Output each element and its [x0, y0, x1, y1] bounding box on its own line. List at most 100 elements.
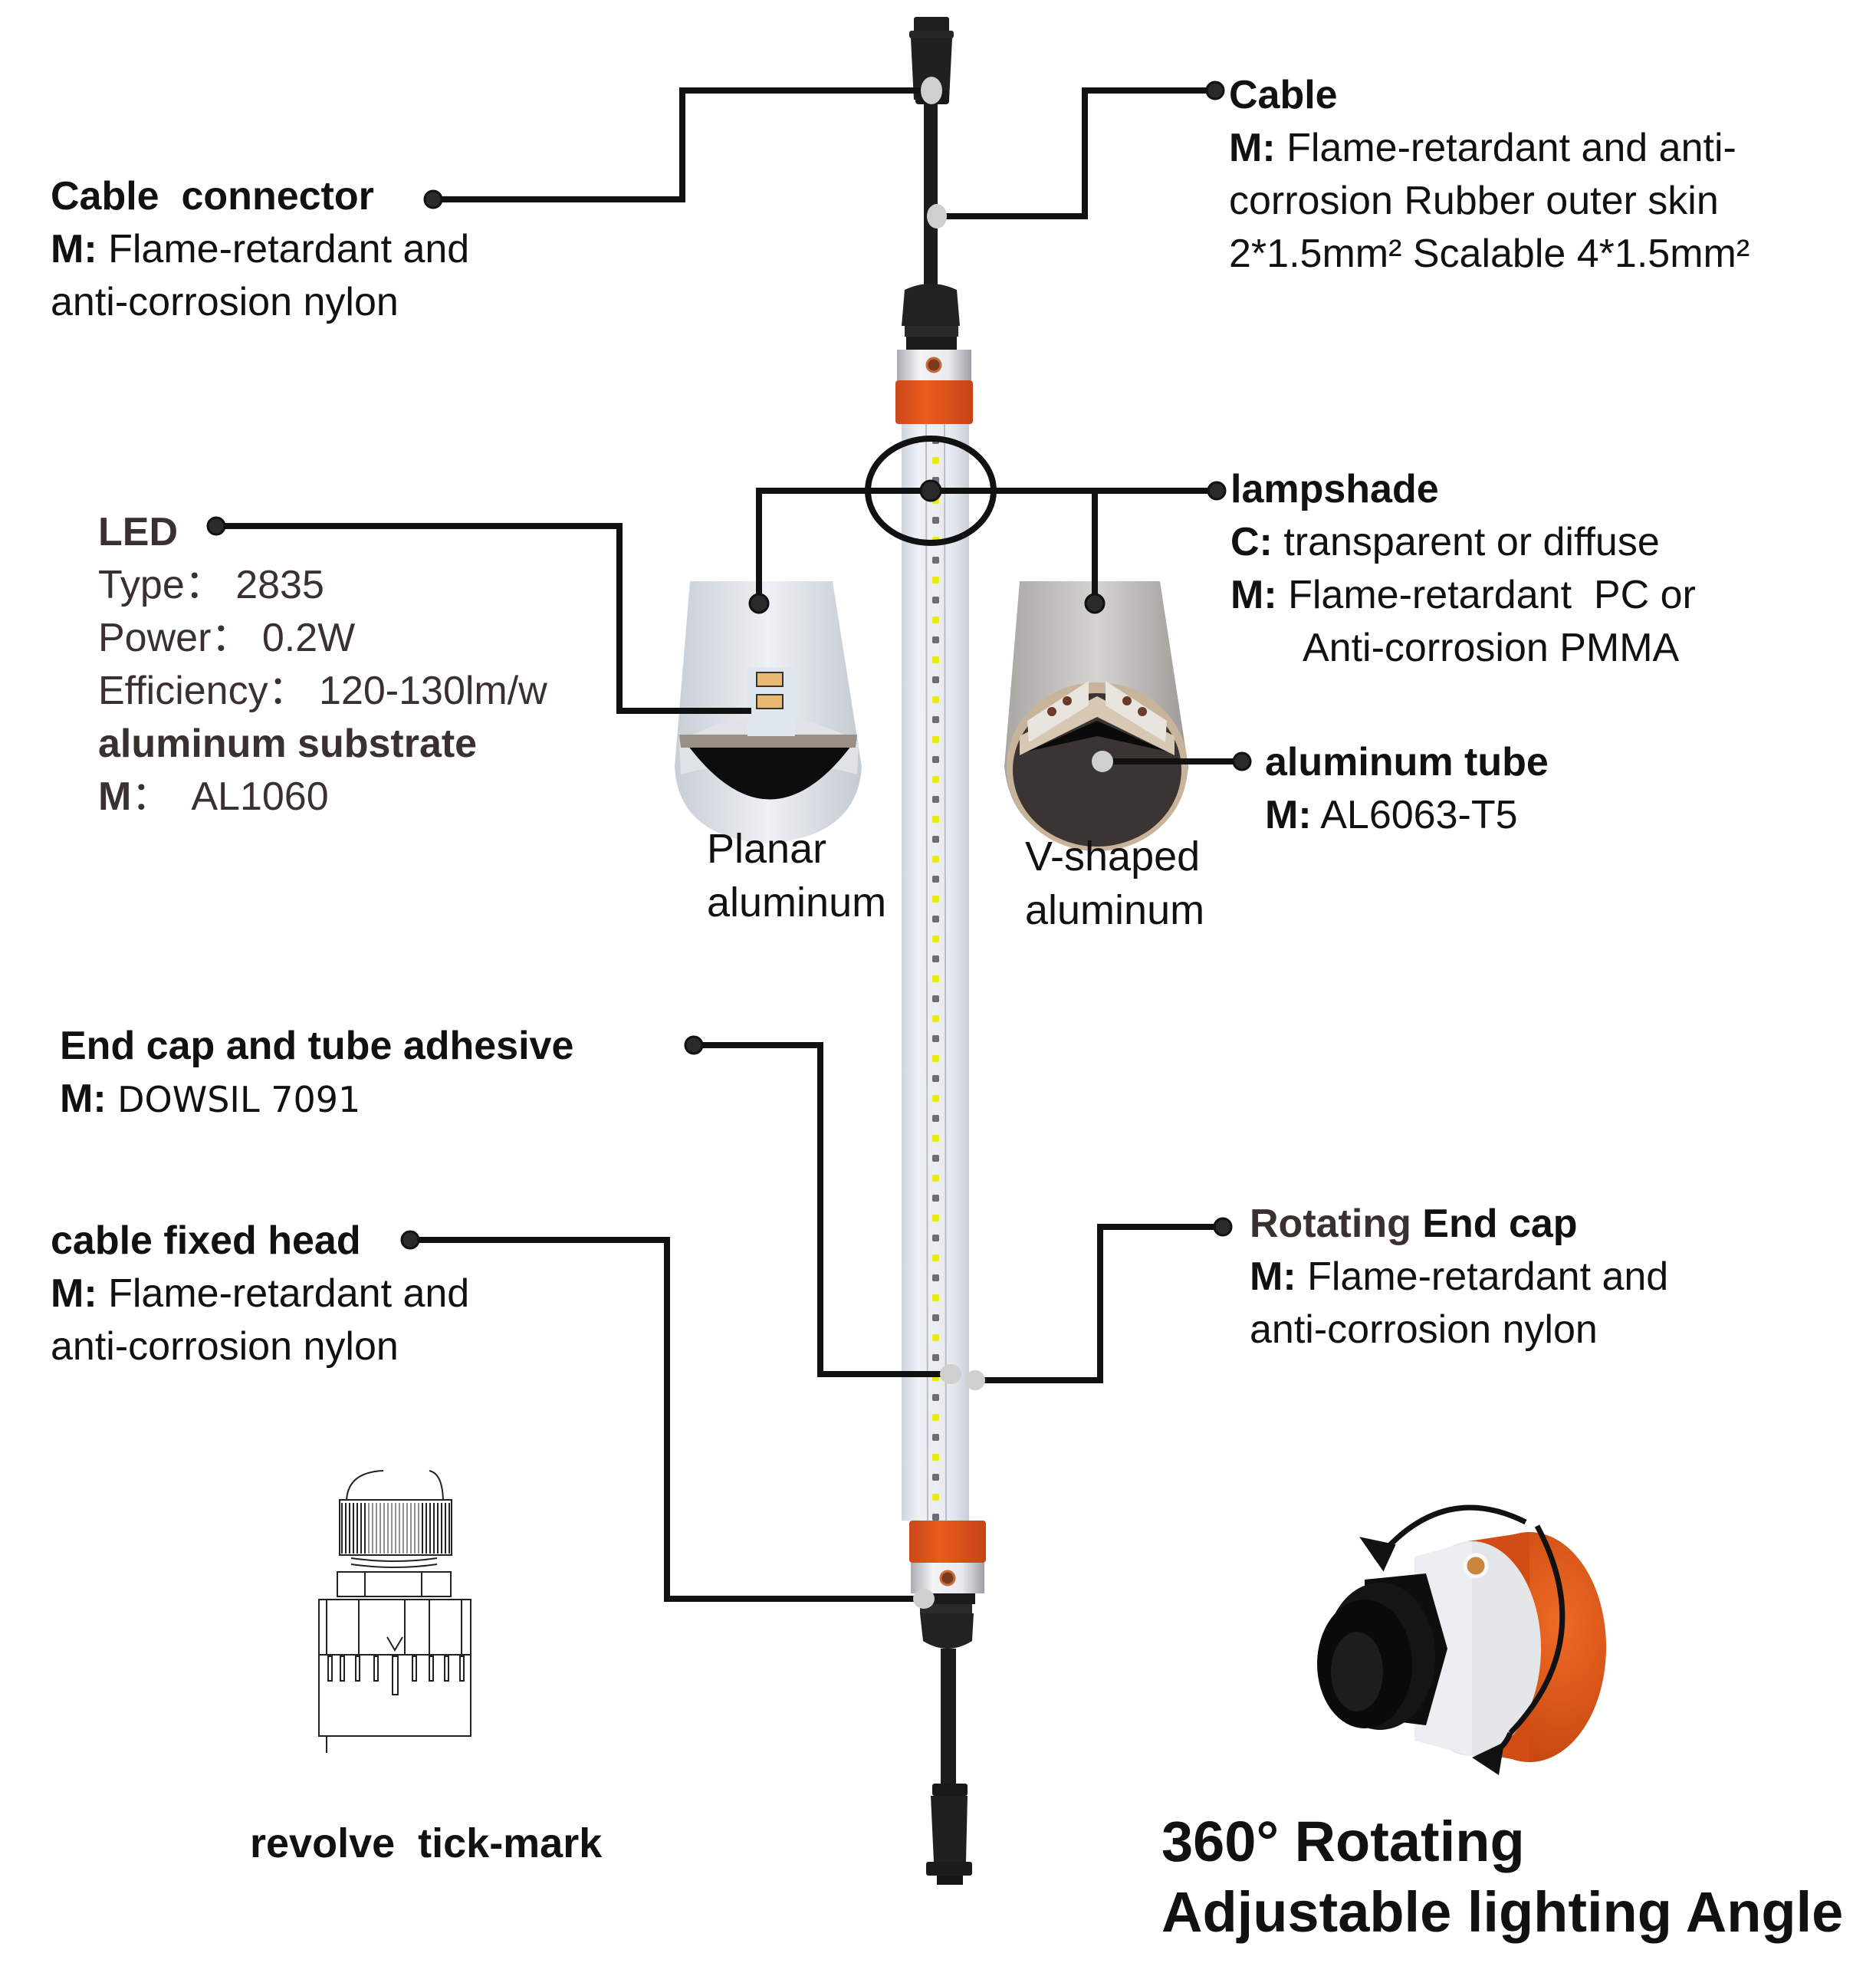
- cable-connector-material: M: Flame-retardant and: [51, 227, 470, 271]
- planar-caption-line1: Planar: [707, 826, 827, 872]
- led-tube-assembly: [895, 17, 986, 1885]
- led-chip-unlit: [932, 916, 939, 922]
- led-chip-unlit: [932, 1474, 939, 1481]
- callout-rotating-end-cap: Rotating End cap M: Flame-retardant and …: [1250, 1198, 1668, 1356]
- led-chip-lit: [932, 776, 939, 783]
- led-chip-unlit: [932, 1514, 939, 1521]
- top-cable: [924, 104, 938, 299]
- callout-cable-connector: Cable connector M: Flame-retardant and a…: [51, 170, 469, 329]
- led-chip-lit: [932, 1334, 939, 1341]
- led-chip-lit: [932, 1414, 939, 1421]
- tick-mark: [412, 1656, 417, 1682]
- cable-connector-material-line2: anti-corrosion nylon: [51, 280, 399, 324]
- bottom-cable-connector: [926, 1784, 972, 1885]
- cable-title: Cable: [1229, 73, 1338, 117]
- substrate-title: aluminum substrate: [98, 722, 478, 766]
- led-chip-unlit: [932, 876, 939, 883]
- led-spec-power: Power： 0.2W: [98, 616, 356, 660]
- rotation-headline: 360° Rotating: [1161, 1810, 1525, 1873]
- led-chip-lit: [932, 457, 939, 464]
- substrate-material: M： AL1060: [98, 774, 329, 819]
- led-chip-unlit: [932, 1274, 939, 1281]
- led-chip-unlit: [932, 676, 939, 683]
- callout-cable-fixed-head: cable fixed head M: Flame-retardant and …: [51, 1215, 469, 1373]
- tick-mark: [373, 1656, 379, 1682]
- led-spec-type: Type： 2835: [98, 563, 324, 607]
- leader-line-cable-fixed-head: [410, 1237, 924, 1602]
- led-chip-unlit: [932, 1035, 939, 1042]
- main-tick-mark: [392, 1656, 399, 1695]
- led-chip-lit: [932, 975, 939, 982]
- led-chip-unlit: [932, 716, 939, 723]
- led-title: LED: [98, 510, 178, 554]
- led-chip-lit: [932, 1055, 939, 1062]
- led-chip-lit: [932, 896, 939, 903]
- led-chip-lit: [932, 1175, 939, 1182]
- leader-line-adhesive: [694, 1042, 951, 1377]
- led-chip-lit: [932, 1494, 939, 1501]
- led-chip-unlit: [932, 1195, 939, 1202]
- tick-mark: [444, 1656, 449, 1682]
- led-chip-unlit: [932, 796, 939, 803]
- led-chip-unlit: [932, 1115, 939, 1122]
- leader-line-rotating-cap: [975, 1224, 1223, 1383]
- led-chip-lit: [932, 617, 939, 623]
- knurled-nut: [341, 1503, 450, 1554]
- tick-mark: [355, 1656, 360, 1682]
- led-chip-lit: [932, 736, 939, 743]
- v-shaped-aluminum-cross-section: [1004, 581, 1188, 851]
- led-chip-unlit: [932, 1235, 939, 1241]
- lampshade-color: C: transparent or diffuse: [1230, 520, 1660, 564]
- anchor-dots: [206, 81, 1252, 1250]
- led-chip-unlit: [932, 1314, 939, 1321]
- cable-fixed-head-material-line2: anti-corrosion nylon: [51, 1324, 399, 1369]
- led-chip-lit: [932, 656, 939, 663]
- led-chip-lit: [932, 1135, 939, 1142]
- led-chip-unlit: [932, 1155, 939, 1162]
- led-chip-unlit: [932, 955, 939, 962]
- planar-caption: Planar aluminum: [707, 822, 886, 929]
- led-chip-lit: [932, 1254, 939, 1261]
- lampshade-highlight-circle: [865, 436, 997, 546]
- led-chip-lit: [932, 1215, 939, 1222]
- callout-lampshade: lampshade C: transparent or diffuse M: F…: [1230, 463, 1696, 675]
- callout-led: LED Type： 2835 Power： 0.2W Efficiency： 1…: [98, 506, 547, 824]
- leader-line-lampshade: [756, 488, 1217, 603]
- v-shaped-caption: V-shaped aluminum: [1025, 830, 1204, 937]
- lampshade-material-line2: Anti-corrosion PMMA: [1303, 626, 1680, 670]
- led-chip-unlit: [932, 517, 939, 524]
- rotating-end-cap-title: Rotating End cap: [1250, 1202, 1578, 1246]
- rotating-end-cap-illustration: [1317, 1504, 1606, 1775]
- led-chip-unlit: [932, 597, 939, 603]
- leader-line-led: [216, 523, 751, 714]
- top-end-cap-orange: [895, 380, 973, 424]
- tick-mark: [327, 1656, 333, 1682]
- led-chip-unlit: [932, 1434, 939, 1441]
- revolve-tick-mark-drawing: [318, 1470, 471, 1753]
- tick-mark-caption: revolve tick-mark: [250, 1820, 603, 1866]
- cable-fixed-head-title: cable fixed head: [51, 1218, 361, 1263]
- leader-line-cable-connector: [433, 87, 931, 202]
- aluminum-tube-material: M: AL6063-T5: [1265, 793, 1518, 837]
- tick-mark: [459, 1656, 465, 1682]
- led-chip-unlit: [932, 636, 939, 643]
- led-chip-lit: [932, 1095, 939, 1102]
- led-chip-lit: [932, 1015, 939, 1022]
- callout-cable: Cable M: Flame-retardant and anti- corro…: [1229, 69, 1750, 281]
- led-chip-unlit: [932, 1394, 939, 1401]
- bottom-end-cap-orange: [909, 1521, 986, 1563]
- tick-mark: [429, 1656, 434, 1682]
- led-chip-unlit: [932, 1354, 939, 1361]
- led-chip-row: [932, 437, 939, 1521]
- led-chip-unlit: [932, 1075, 939, 1082]
- cable-material-line2: corrosion Rubber outer skin: [1229, 179, 1719, 223]
- grey-markers: [913, 77, 1113, 1609]
- adhesive-title: End cap and tube adhesive: [60, 1024, 574, 1068]
- callout-aluminum-tube: aluminum tube M: AL6063-T5: [1265, 736, 1549, 842]
- aluminum-tube-title: aluminum tube: [1265, 740, 1549, 784]
- cable-material: M: Flame-retardant and anti-: [1229, 126, 1736, 170]
- led-chip-lit: [932, 816, 939, 823]
- leader-line-cable: [937, 87, 1215, 219]
- led-chip-lit: [932, 577, 939, 584]
